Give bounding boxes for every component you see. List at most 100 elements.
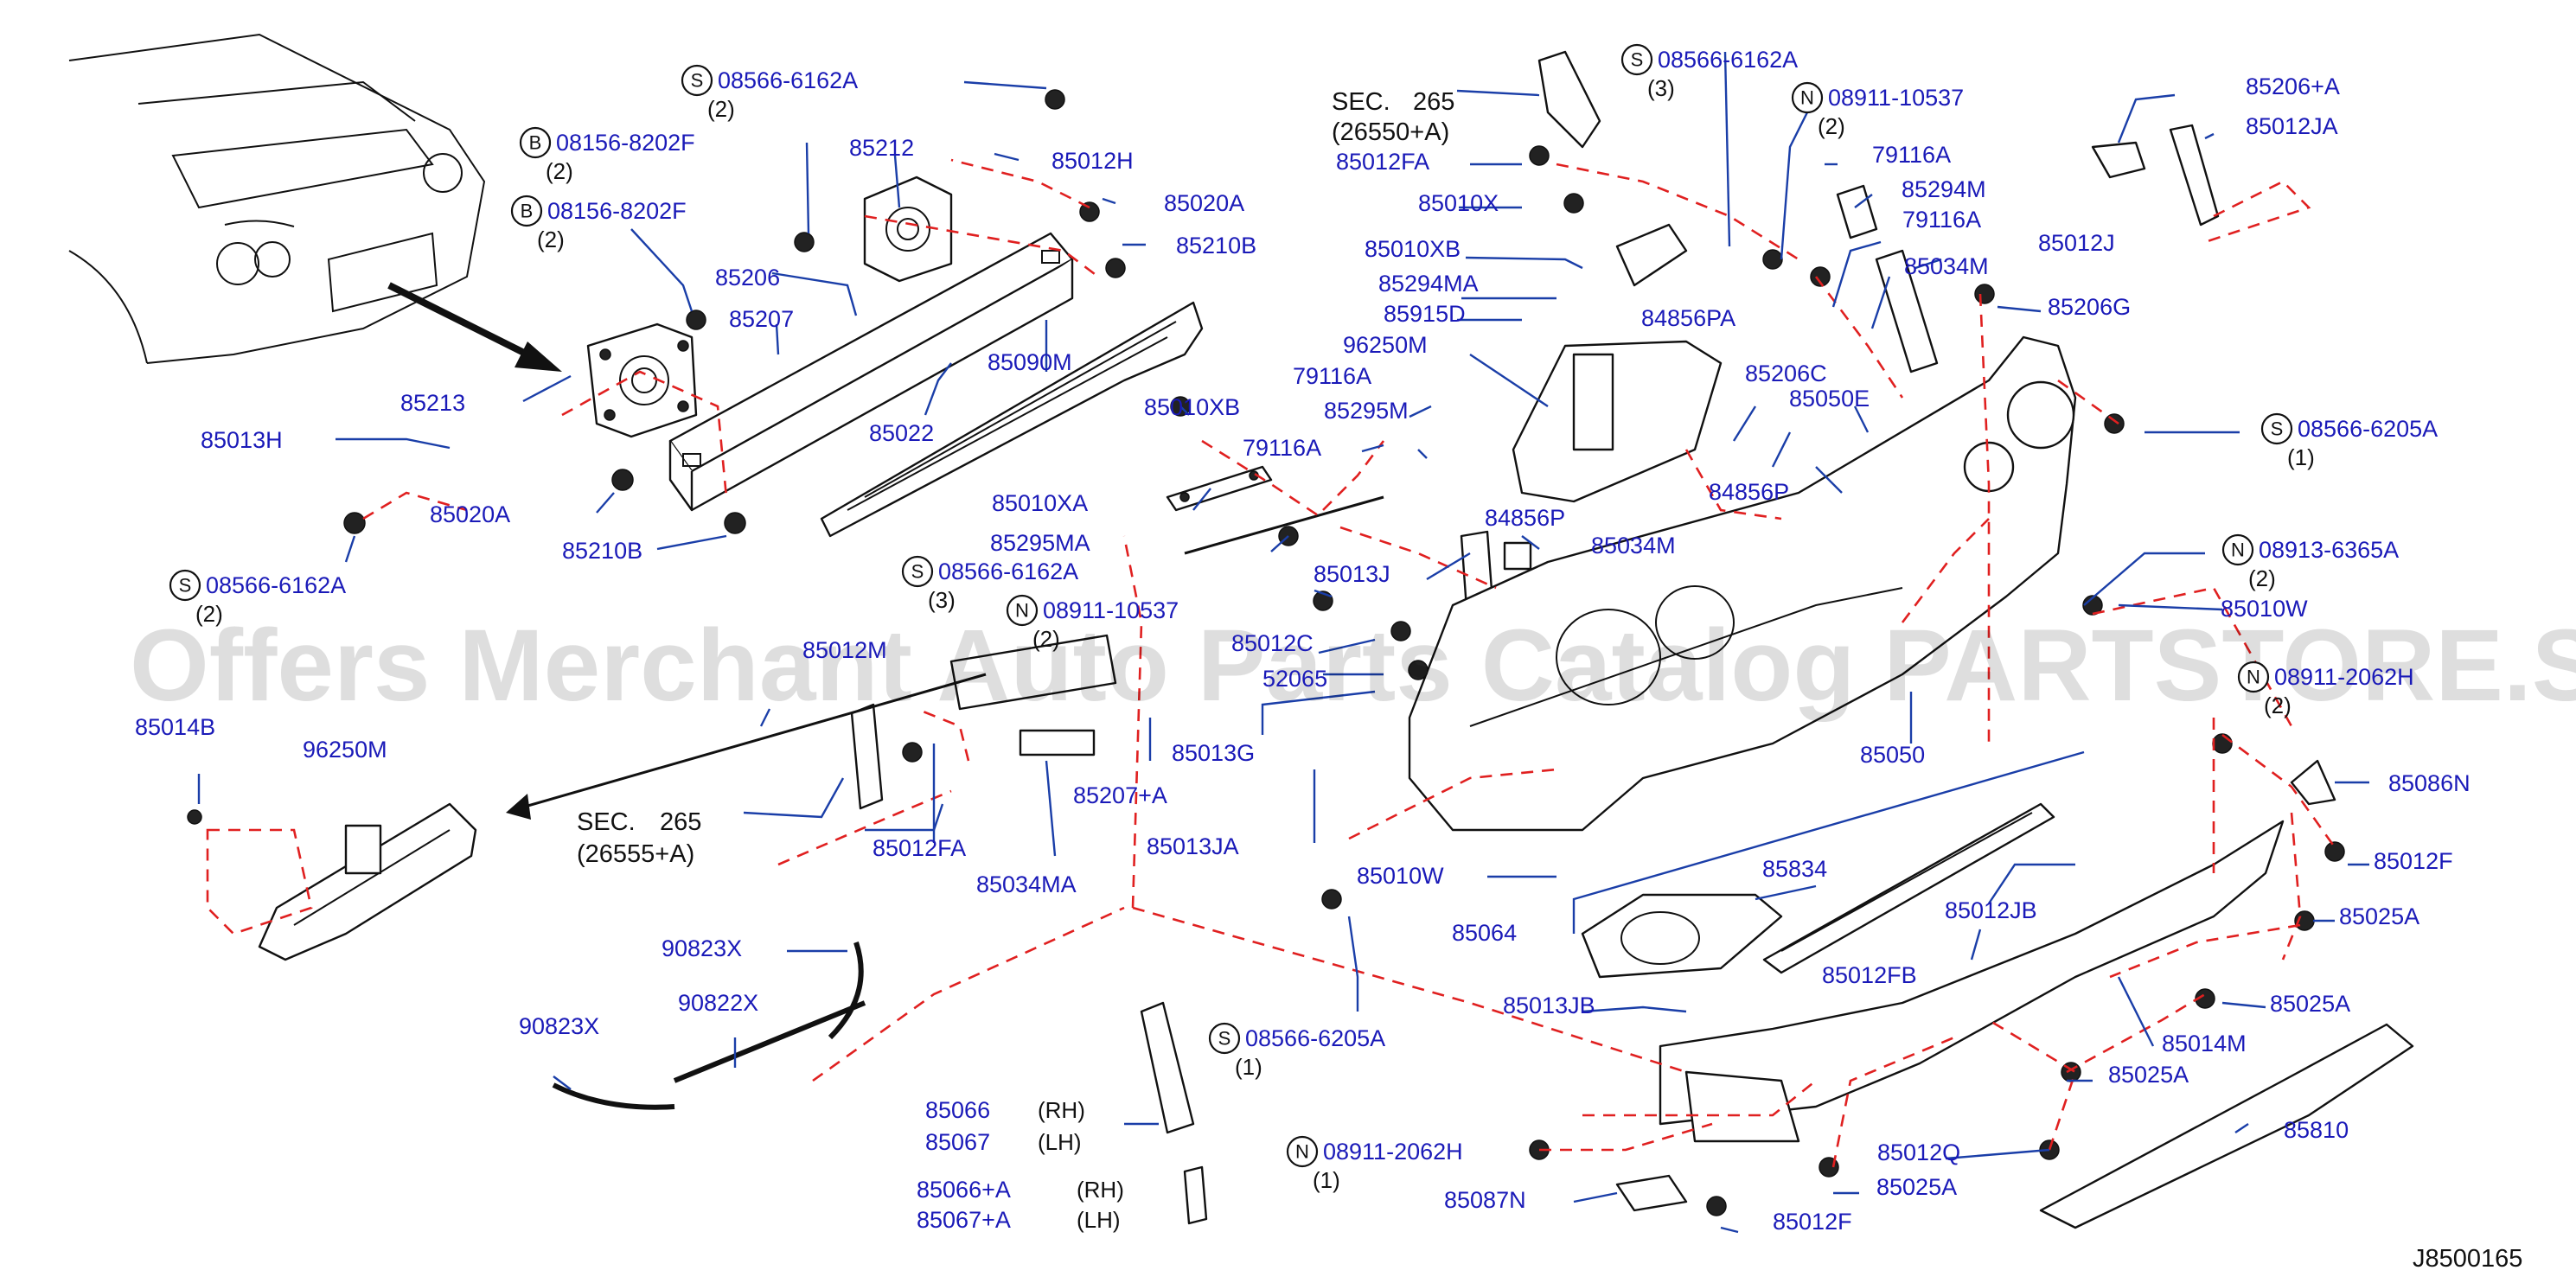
part-number-label[interactable]: 85834 <box>1762 856 1827 882</box>
part-number-label[interactable]: 08566-6162A <box>718 67 858 93</box>
part-callout-85010w[interactable]: 85010W <box>2221 596 2308 622</box>
part-callout-85010xb[interactable]: 85010XB <box>1144 394 1240 420</box>
part-number-label[interactable]: 85295MA <box>990 530 1090 556</box>
part-callout-85034m[interactable]: 85034M <box>1591 533 1676 559</box>
part-number-label[interactable]: 85294M <box>1902 176 1986 202</box>
part-number-label[interactable]: 85212 <box>849 135 914 161</box>
section-number[interactable]: 265 <box>1413 88 1454 116</box>
part-number-label[interactable]: 85034M <box>1904 253 1989 279</box>
part-callout-85050e[interactable]: 85050E <box>1789 386 1870 412</box>
part-number-label[interactable]: 96250M <box>1343 332 1428 358</box>
part-number-label[interactable]: 85012F <box>1773 1209 1852 1235</box>
part-number-label[interactable]: 08566-6162A <box>1658 47 1798 73</box>
part-number-label[interactable]: 85206G <box>2048 294 2131 320</box>
part-callout-85010x[interactable]: 85010X <box>1418 190 1499 216</box>
part-callout-85010xa[interactable]: 85010XA <box>992 490 1088 516</box>
part-number-label[interactable]: 79116A <box>1872 142 1951 168</box>
part-callout-85012fa[interactable]: 85012FA <box>1336 149 1429 175</box>
part-number-label[interactable]: 90822X <box>678 990 758 1016</box>
part-label-85066-a[interactable]: 85066+A <box>917 1177 1011 1203</box>
part-callout-84856p[interactable]: 84856P <box>1485 505 1565 531</box>
part-callout-85212[interactable]: 85212 <box>849 135 914 161</box>
part-callout-85210b[interactable]: 85210B <box>562 538 642 564</box>
part-callout-85034ma[interactable]: 85034MA <box>976 871 1077 897</box>
part-number-label[interactable]: 85025A <box>2339 903 2419 929</box>
part-number-label[interactable]: 85010X <box>1418 190 1499 216</box>
part-number-label[interactable]: 85210B <box>562 538 642 564</box>
part-callout-85012c[interactable]: 85012C <box>1231 630 1314 656</box>
part-number-label[interactable]: 85915D <box>1384 301 1466 327</box>
part-number-label[interactable]: 85013JA <box>1147 833 1239 859</box>
part-number-label[interactable]: 85012FB <box>1822 962 1917 988</box>
part-number-label[interactable]: 85013J <box>1314 561 1390 587</box>
part-callout-85013j[interactable]: 85013J <box>1314 561 1390 587</box>
part-callout-79116a[interactable]: 79116A <box>1293 363 1371 389</box>
part-callout-85013h[interactable]: 85013H <box>201 427 283 453</box>
section-number[interactable]: 265 <box>660 808 701 836</box>
part-number-label[interactable]: 85012C <box>1231 630 1314 656</box>
part-number-label[interactable]: 85025A <box>2108 1062 2189 1088</box>
part-number-label[interactable]: 90823X <box>662 935 742 961</box>
part-number-label[interactable]: 08566-6162A <box>938 559 1078 584</box>
part-number-label[interactable]: 08566-6205A <box>2298 416 2438 442</box>
part-number-label[interactable]: 85020A <box>430 501 510 527</box>
part-callout-79116a[interactable]: 79116A <box>1902 207 1981 233</box>
part-callout-85025a[interactable]: 85025A <box>2270 991 2350 1017</box>
part-number-label[interactable]: 85014B <box>135 714 215 740</box>
part-number-label[interactable]: 85012JB <box>1945 897 2037 923</box>
part-number-label[interactable]: 08911-10537 <box>1828 85 1964 111</box>
part-number-label[interactable]: 84856PA <box>1641 305 1735 331</box>
part-callout-85014b[interactable]: 85014B <box>135 714 215 740</box>
part-number-label[interactable]: 85012JA <box>2246 113 2338 139</box>
part-number-label[interactable]: 85206+A <box>2246 73 2340 99</box>
part-number-label[interactable]: 85012F <box>2374 848 2453 874</box>
part-number-label[interactable]: 08566-6205A <box>1245 1025 1385 1051</box>
part-number-label[interactable]: 85012J <box>2038 230 2115 256</box>
part-number-label[interactable]: 85213 <box>400 390 465 416</box>
part-number-label[interactable]: 85013G <box>1172 740 1255 766</box>
part-callout-85012jb[interactable]: 85012JB <box>1945 897 2037 923</box>
part-number-label[interactable]: 85034M <box>1591 533 1676 559</box>
part-callout-85010xb[interactable]: 85010XB <box>1365 236 1461 262</box>
part-callout-84856p[interactable]: 84856P <box>1709 479 1789 505</box>
part-number-label[interactable]: 08911-2062H <box>2274 664 2414 690</box>
part-number-label[interactable]: 84856P <box>1709 479 1789 505</box>
part-callout-85090m[interactable]: 85090M <box>988 349 1072 375</box>
part-callout-85207[interactable]: 85207 <box>729 306 794 332</box>
part-number-label[interactable]: 85207 <box>729 306 794 332</box>
part-callout-85012fa[interactable]: 85012FA <box>873 835 966 861</box>
part-callout-85025a[interactable]: 85025A <box>1876 1174 1957 1200</box>
part-number-label[interactable]: 85087N <box>1444 1187 1526 1213</box>
part-number-label[interactable]: 85810 <box>2284 1117 2349 1143</box>
part-callout-85012f[interactable]: 85012F <box>2374 848 2453 874</box>
part-number-label[interactable]: 85012Q <box>1877 1139 1960 1165</box>
part-callout-85012q[interactable]: 85012Q <box>1877 1139 1960 1165</box>
part-callout-85050[interactable]: 85050 <box>1860 742 1925 768</box>
part-callout-85294ma[interactable]: 85294MA <box>1378 271 1479 297</box>
part-callout-85020a[interactable]: 85020A <box>1164 190 1244 216</box>
part-number-label[interactable]: 85206C <box>1745 361 1827 386</box>
part-callout-85025a[interactable]: 85025A <box>2108 1062 2189 1088</box>
part-callout-85012ja[interactable]: 85012JA <box>2246 113 2338 139</box>
part-number-label[interactable]: 85020A <box>1164 190 1244 216</box>
part-callout-96250m[interactable]: 96250M <box>303 737 387 763</box>
part-callout-85013g[interactable]: 85013G <box>1172 740 1255 766</box>
part-callout-85013jb[interactable]: 85013JB <box>1503 993 1595 1018</box>
part-callout-85834[interactable]: 85834 <box>1762 856 1827 882</box>
part-callout-85012j[interactable]: 85012J <box>2038 230 2115 256</box>
part-callout-96250m[interactable]: 96250M <box>1343 332 1428 358</box>
part-number-label[interactable]: 79116A <box>1243 435 1321 461</box>
part-callout-85010w[interactable]: 85010W <box>1357 863 1444 889</box>
part-number-label[interactable]: 52065 <box>1262 666 1327 692</box>
